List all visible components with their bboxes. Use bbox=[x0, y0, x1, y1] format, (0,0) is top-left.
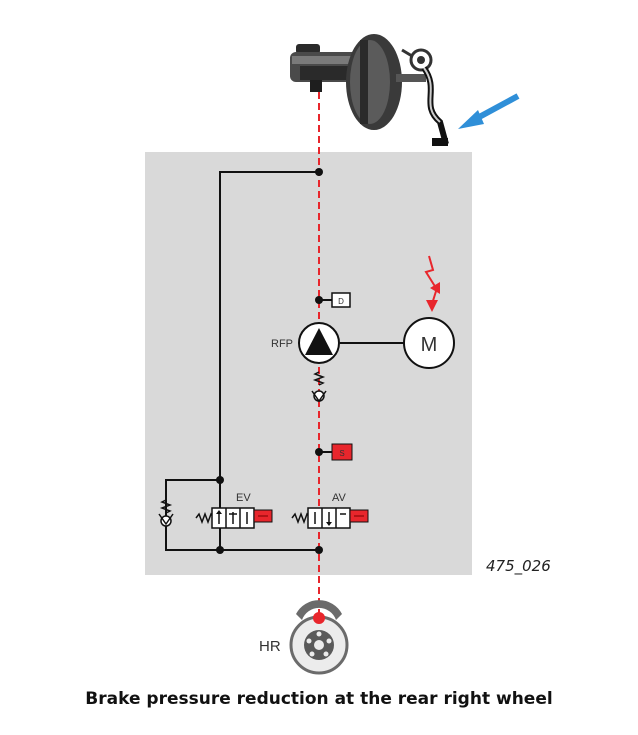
pressure-sensor-s: S bbox=[331, 443, 353, 461]
figure-reference: 475_026 bbox=[486, 557, 551, 576]
line-junctions bbox=[216, 168, 323, 554]
brake-pedal-icon bbox=[401, 48, 449, 146]
outlet-valve-av-icon bbox=[291, 507, 369, 529]
electric-activation-icon bbox=[424, 255, 440, 312]
check-valve-icon bbox=[311, 371, 327, 403]
bypass-check-valve-icon bbox=[158, 499, 174, 527]
wheel-label: HR bbox=[259, 638, 281, 655]
brake-master-cylinder-icon bbox=[290, 44, 360, 92]
pump-label: RFP bbox=[271, 338, 293, 350]
pump-motor-icon bbox=[403, 317, 455, 369]
figure-caption: Brake pressure reduction at the rear rig… bbox=[85, 689, 552, 709]
sensor-d-label: D bbox=[338, 297, 344, 306]
pedal-force-arrow-icon bbox=[458, 93, 520, 129]
wheel-brake-icon bbox=[289, 600, 349, 675]
inlet-valve-label: EV bbox=[236, 492, 251, 504]
brake-booster-icon bbox=[346, 34, 426, 130]
inlet-valve-ev-icon bbox=[195, 507, 273, 529]
sensor-s-label: S bbox=[339, 449, 344, 458]
outlet-valve-label: AV bbox=[332, 492, 347, 504]
return-flow-pump-icon bbox=[298, 322, 340, 364]
pressure-sensor-d: D bbox=[331, 292, 351, 308]
motor-label: M bbox=[421, 334, 438, 356]
